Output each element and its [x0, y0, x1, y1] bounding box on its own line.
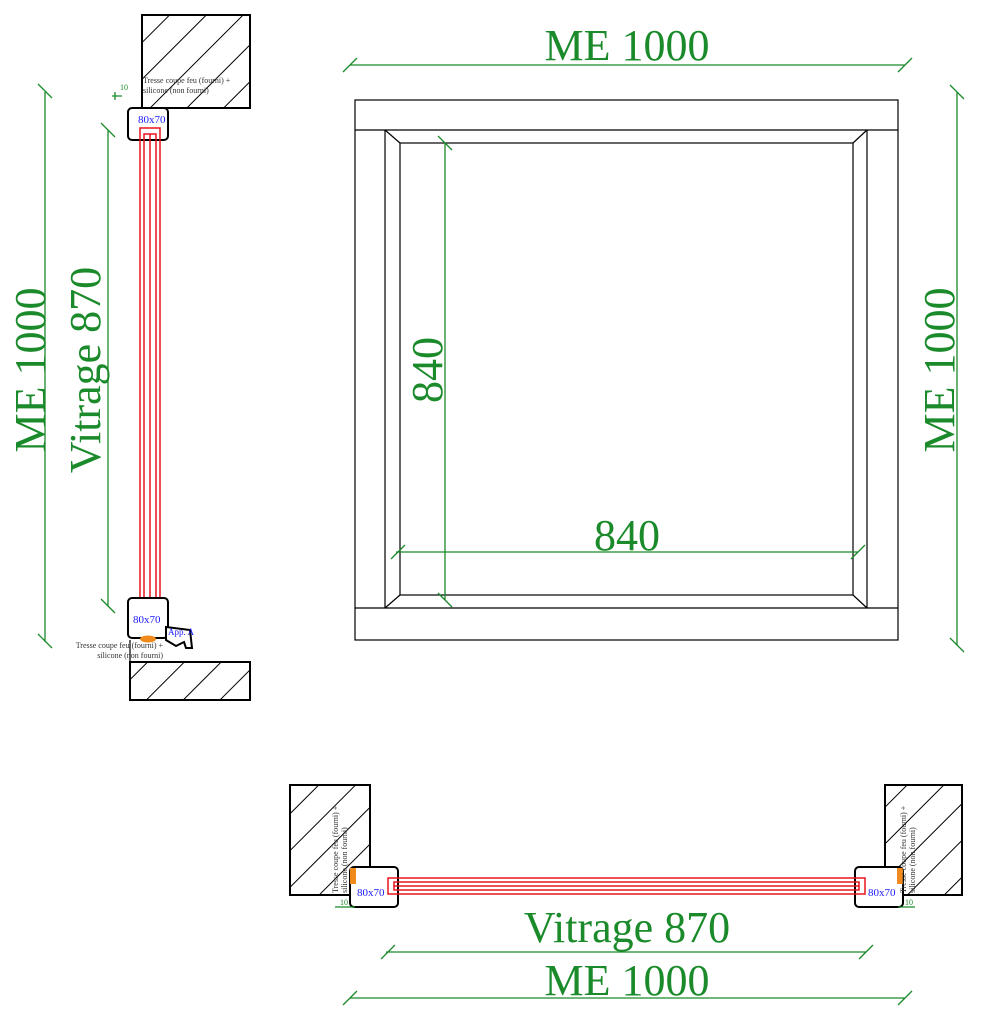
frame-left [349, 866, 399, 908]
seal-top-note-2: silicone (non fourni) [143, 86, 209, 95]
plan-width-dimension: ME 1000 [342, 956, 913, 1006]
front-view: ME 1000 ME 1000 840 840 [342, 21, 965, 653]
glass-horizontal [387, 877, 866, 895]
glass-vertical [139, 127, 161, 609]
side-height-dimension: ME 1000 [6, 83, 55, 649]
seal-left [350, 868, 356, 884]
right-height-label: ME 1000 [915, 288, 964, 453]
app-a-label: App. A [168, 627, 195, 637]
profile-top-label: 80x70 [138, 114, 166, 126]
inner-height-label: 840 [403, 337, 452, 403]
plan-width-label: ME 1000 [545, 956, 710, 1005]
top-width-label: ME 1000 [545, 21, 710, 70]
profile-right-label: 80x70 [868, 887, 896, 899]
side-height-label: ME 1000 [6, 288, 55, 453]
wall-top [141, 14, 251, 109]
inner-height-dimension: 840 [403, 135, 453, 608]
profile-bottom-label: 80x70 [133, 614, 161, 626]
frame-top [127, 107, 169, 141]
profile-left-label: 80x70 [357, 887, 385, 899]
seal-right [897, 868, 903, 884]
gap-right-label: 10 [905, 898, 913, 907]
plan-glass-dimension: Vitrage 870 [380, 903, 874, 960]
inner-width-label: 840 [594, 511, 660, 560]
seal-left-note-1: Tresse coupe feu (fourni) + [331, 805, 340, 893]
plan-glass-label: Vitrage 870 [524, 903, 730, 952]
frame-right [854, 866, 904, 908]
seal-bottom [140, 635, 156, 643]
wall-bottom [129, 661, 251, 701]
frame-bars [355, 129, 898, 609]
app-a-bracket [165, 625, 194, 649]
outer-frame [354, 99, 899, 641]
plan-section: 80x70 80x70 10 10 Tresse coupe feu (four… [289, 784, 963, 1006]
side-section: Tresse coupe feu (fourni) + silicone (no… [6, 14, 251, 701]
right-height-dimension: ME 1000 [915, 84, 965, 653]
seal-top-note-1: Tresse coupe feu (fourni) + [143, 76, 231, 85]
seal-right-note-1: Tresse coupe feu (fourni) + [899, 805, 908, 893]
inner-width-dimension: 840 [390, 511, 866, 560]
top-width-dimension: ME 1000 [342, 21, 913, 73]
wall-left [289, 784, 371, 896]
gap-left-label: 10 [340, 898, 348, 907]
seal-left-note-2: silicone (non fourni) [340, 827, 349, 893]
side-glass-label: Vitrage 870 [61, 267, 110, 473]
bevel-lines [384, 129, 868, 609]
gap-dim [112, 92, 122, 100]
seal-bottom-note-1: Tresse coupe feu (fourni) + [76, 641, 164, 650]
glass-opening [399, 142, 854, 596]
seal-right-note-2: silicone (non fourni) [908, 827, 917, 893]
gap-label: 10 [120, 83, 128, 92]
side-glass-dimension: Vitrage 870 [61, 122, 116, 614]
